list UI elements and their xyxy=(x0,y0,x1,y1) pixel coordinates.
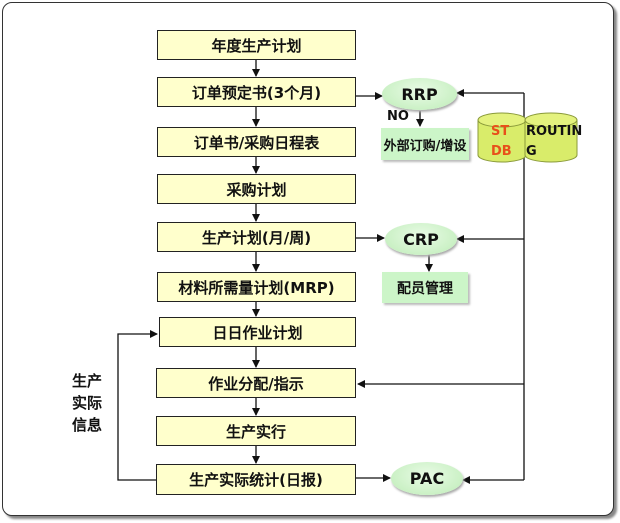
crp-node: CRP xyxy=(385,223,457,255)
step-production-plan: 生产计划(月/周) xyxy=(157,222,356,252)
feedback-line-2: 实际 xyxy=(72,394,103,412)
routing-label: ROUTIN G xyxy=(526,122,582,162)
pac-node: PAC xyxy=(391,462,463,495)
feedback-label: 生产 实际 信息 xyxy=(72,370,102,436)
step-label: 生产实际统计(日报) xyxy=(189,471,323,489)
feedback-line-1: 生产 xyxy=(72,372,103,390)
step-label: 日日作业计划 xyxy=(212,323,303,342)
crp-label: CRP xyxy=(403,229,439,249)
step-label: 年度生产计划 xyxy=(211,36,302,55)
feedback-line-3: 信息 xyxy=(72,416,103,434)
step-purchase-plan: 采购计划 xyxy=(157,174,356,204)
step-order-purchase-schedule: 订单书/采购日程表 xyxy=(157,127,356,157)
step-mrp: 材料所需量计划(MRP) xyxy=(157,272,356,302)
step-label: 生产计划(月/周) xyxy=(201,228,312,247)
st-db-line2: DB xyxy=(491,144,512,159)
step-label: 材料所需量计划(MRP) xyxy=(178,278,335,297)
st-db-label: ST DB xyxy=(491,122,512,162)
external-purchase-label: 外部订购/增设 xyxy=(383,138,467,154)
no-label: NO xyxy=(387,109,409,124)
step-daily-work-plan: 日日作业计划 xyxy=(159,317,356,347)
step-work-dispatch: 作业分配/指示 xyxy=(156,368,356,398)
feedback-loop xyxy=(117,330,158,481)
step-label: 订单书/采购日程表 xyxy=(193,133,320,152)
step-label: 生产实行 xyxy=(225,422,286,441)
routing-line1: ROUTIN xyxy=(526,124,583,139)
rrp-node: RRP xyxy=(382,78,457,110)
routing-cylinder xyxy=(524,112,578,163)
step-order-forecast: 订单预定书(3个月) xyxy=(157,77,356,107)
step-production-execution: 生产实行 xyxy=(156,416,356,446)
rrp-label: RRP xyxy=(401,84,438,104)
step-label: 作业分配/指示 xyxy=(208,374,304,393)
staffing-label: 配员管理 xyxy=(397,280,453,297)
routing-line2: G xyxy=(526,144,537,159)
pac-label: PAC xyxy=(409,469,445,488)
st-db-line1: ST xyxy=(491,124,510,139)
external-purchase-box: 外部订购/增设 xyxy=(381,128,469,160)
step-annual-plan: 年度生产计划 xyxy=(157,30,356,60)
staffing-box: 配员管理 xyxy=(382,272,468,303)
step-daily-report: 生产实际统计(日报) xyxy=(156,464,356,495)
st-db-cylinder xyxy=(477,112,527,163)
step-label: 订单预定书(3个月) xyxy=(191,83,322,102)
step-label: 采购计划 xyxy=(226,180,287,199)
